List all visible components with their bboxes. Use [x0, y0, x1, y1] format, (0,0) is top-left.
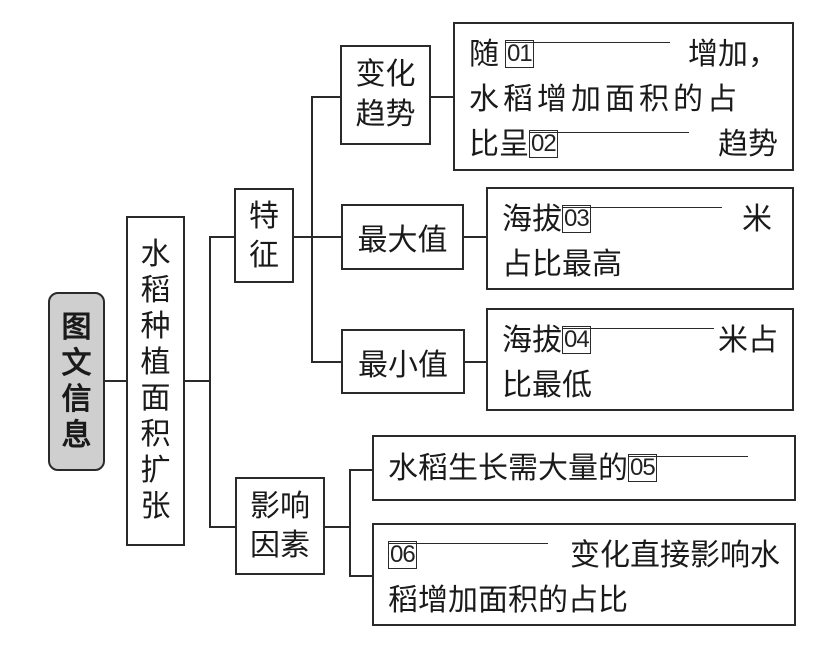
trend-line2-text: 水稻增加面积的占 [469, 82, 741, 117]
min-line-2: 比最低 [502, 363, 778, 408]
max-label: 最大值 [357, 223, 448, 258]
factor-leaf-1: 水稻生长需大量的 05 [372, 435, 796, 501]
max-node: 最大值 [341, 204, 464, 270]
connector-to-factor1 [349, 469, 373, 471]
factors-node: 影响因素 [235, 477, 325, 575]
min-node: 最小值 [341, 329, 465, 394]
factor1-line: 水稻生长需大量的 05 [388, 446, 780, 491]
trend-line3-prefix: 比呈 [469, 127, 529, 162]
connector-center-bracket [184, 380, 210, 382]
trend-line-3: 比呈 02 趋势 [469, 122, 778, 167]
root-label: 图文信息 [61, 309, 92, 453]
bracket-level2 [209, 236, 211, 528]
connector-factors-bracket [324, 526, 350, 528]
connector-to-features [209, 236, 235, 238]
factor-leaf-2: 06 变化直接影响水 稻增加面积的占比 [372, 523, 796, 626]
min-suffix: 米占 [718, 323, 778, 358]
min-leaf: 海拔 04 米占 比最低 [486, 308, 794, 411]
trend-label: 变化趋势 [355, 56, 416, 133]
center-label: 水稻种植面积扩张 [140, 237, 171, 524]
min-line2-text: 比最低 [502, 368, 592, 403]
answer-blank-06[interactable]: 06 [388, 533, 548, 569]
features-node: 特征 [234, 188, 294, 283]
trend-line-2: 水稻增加面积的占 [469, 77, 778, 122]
answer-blank-02[interactable]: 02 [529, 122, 689, 158]
trend-prefix: 随 [469, 37, 499, 72]
connector-to-trend [311, 96, 341, 98]
connector-min-leaf [463, 361, 487, 363]
blank-tag-03: 03 [562, 205, 591, 233]
answer-blank-05[interactable]: 05 [628, 446, 748, 482]
min-line-1: 海拔 04 米占 [502, 318, 778, 363]
connector-to-min [311, 361, 341, 363]
max-line-1: 海拔 03 米 [502, 197, 778, 242]
trend-line-1: 随 01 增加， [469, 32, 778, 77]
center-node: 水稻种植面积扩张 [126, 216, 185, 546]
min-label: 最小值 [358, 347, 448, 383]
max-line2-text: 占比最高 [502, 247, 622, 282]
trend-leaf: 随 01 增加， 水稻增加面积的占 比呈 02 趋势 [453, 22, 794, 171]
connector-trend-leaf [430, 96, 454, 98]
connector-to-factor2 [349, 575, 373, 577]
blank-tag-01: 01 [505, 40, 534, 68]
max-prefix: 海拔 [502, 202, 562, 237]
connector-root-center [104, 380, 126, 382]
features-label: 特征 [249, 198, 279, 273]
trend-line3-suffix: 趋势 [718, 127, 778, 162]
connector-to-max [311, 236, 341, 238]
factor2-suffix: 变化直接影响水 [570, 538, 780, 573]
answer-blank-04[interactable]: 04 [562, 318, 714, 354]
max-suffix: 米 [742, 202, 772, 237]
answer-blank-01[interactable]: 01 [505, 32, 670, 68]
root-node: 图文信息 [48, 292, 105, 471]
max-leaf: 海拔 03 米 占比最高 [486, 187, 794, 290]
blank-tag-06: 06 [388, 541, 417, 569]
factors-label: 影响因素 [250, 489, 310, 563]
connector-features-bracket [293, 236, 312, 238]
bracket-features [311, 96, 313, 363]
bracket-factors [349, 469, 351, 577]
max-line-2: 占比最高 [502, 242, 778, 287]
blank-tag-04: 04 [562, 326, 591, 354]
factor2-line2-text: 稻增加面积的占比 [388, 583, 628, 618]
factor1-prefix: 水稻生长需大量的 [388, 451, 628, 486]
answer-blank-03[interactable]: 03 [562, 197, 722, 233]
connector-max-leaf [463, 236, 487, 238]
factor2-line-2: 稻增加面积的占比 [388, 578, 780, 623]
trend-node: 变化趋势 [340, 45, 431, 145]
connector-to-factors [209, 526, 235, 528]
blank-tag-05: 05 [628, 454, 657, 482]
min-prefix: 海拔 [502, 323, 562, 358]
blank-tag-02: 02 [529, 130, 558, 158]
trend-suffix: 增加， [688, 37, 778, 72]
factor2-line-1: 06 变化直接影响水 [388, 533, 780, 578]
